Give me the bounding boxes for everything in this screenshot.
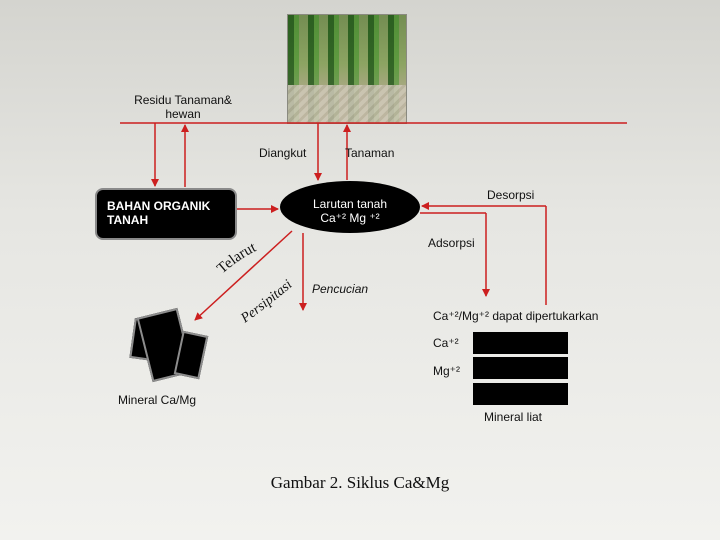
persipitasi-label-path: Persipitasi	[238, 277, 296, 327]
mineral-liat-bar	[473, 383, 568, 405]
mg-bar	[473, 357, 568, 379]
persipitasi-label: Persipitasi	[238, 277, 296, 327]
telarut-label: Telarut	[214, 239, 259, 277]
mineral-camg-label: Mineral Ca/Mg	[118, 393, 196, 407]
figure-caption: Gambar 2. Siklus Ca&Mg	[0, 473, 720, 493]
ca-label: Ca⁺²	[433, 336, 459, 350]
adsorpsi-label: Adsorpsi	[428, 236, 475, 250]
tanaman-label: Tanaman	[345, 146, 394, 160]
ca-bar	[473, 332, 568, 354]
pencucian-label: Pencucian	[312, 282, 368, 296]
larutan-tanah-label: Larutan tanah Ca⁺² Mg ⁺²	[280, 197, 420, 225]
mineral-liat-label: Mineral liat	[484, 410, 542, 424]
bahan-organik-label: BAHAN ORGANIK TANAH	[107, 199, 210, 227]
residu-label: Residu Tanaman& hewan	[118, 93, 248, 121]
desorpsi-label: Desorpsi	[487, 188, 534, 202]
telarut-label-path: Telarut	[214, 239, 259, 277]
mg-label: Mg⁺²	[433, 364, 460, 378]
diangkut-label: Diangkut	[259, 146, 306, 160]
exchangeable-label: Ca⁺²/Mg⁺² dapat dipertukarkan	[433, 309, 598, 323]
